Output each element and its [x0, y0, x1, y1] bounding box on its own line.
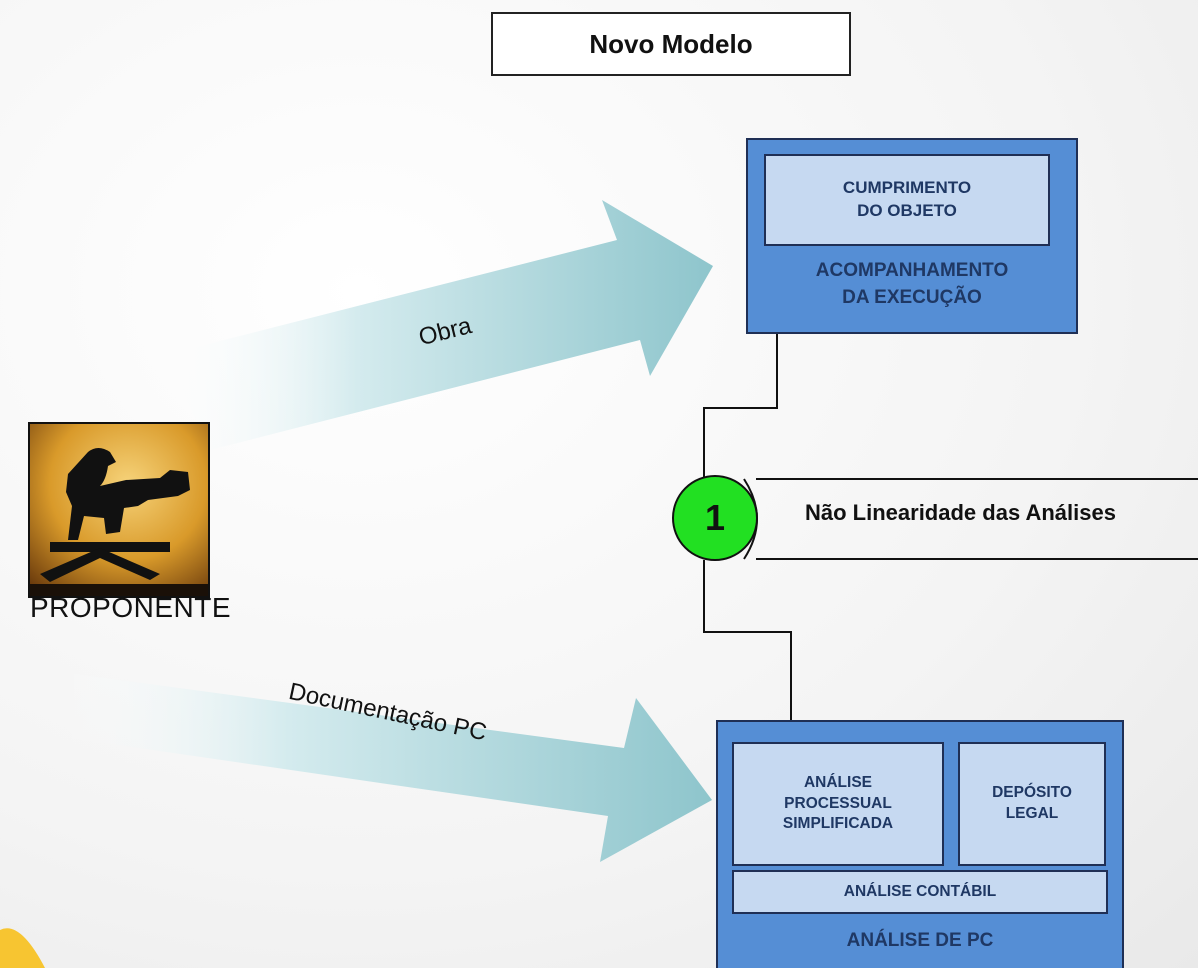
arrow-documentacao [60, 672, 712, 862]
arrow-obra [165, 200, 713, 450]
badge-label: Não Linearidade das Análises [805, 500, 1116, 525]
connector-line [776, 334, 778, 408]
analise-pc-box: ANÁLISE PROCESSUAL SIMPLIFICADA DEPÓSITO… [716, 720, 1124, 968]
yellow-corner [0, 928, 45, 968]
acompanhamento-box: CUMPRIMENTO DO OBJETO ACOMPANHAMENTO DA … [746, 138, 1078, 334]
proponente-label: PROPONENTE [30, 592, 232, 623]
page-title: Novo Modelo [491, 12, 851, 76]
camera-operator-icon [30, 424, 208, 596]
cumprimento-objeto-box: CUMPRIMENTO DO OBJETO [764, 154, 1050, 246]
connector-line [703, 407, 778, 409]
deposito-legal-box: DEPÓSITO LEGAL [958, 742, 1106, 866]
analise-processual-box: ANÁLISE PROCESSUAL SIMPLIFICADA [732, 742, 944, 866]
step-number-badge: 1 [672, 475, 758, 561]
analise-pc-label: ANÁLISE DE PC [846, 930, 994, 951]
analise-contabil-box: ANÁLISE CONTÁBIL [732, 870, 1108, 914]
connector-line [703, 407, 705, 477]
acompanhamento-label: ACOMPANHAMENTO DA EXECUÇÃO [815, 260, 1009, 308]
connector-line [790, 631, 792, 721]
camera-operator-photo [28, 422, 210, 598]
connector-line [703, 631, 792, 633]
connector-line [703, 560, 705, 632]
